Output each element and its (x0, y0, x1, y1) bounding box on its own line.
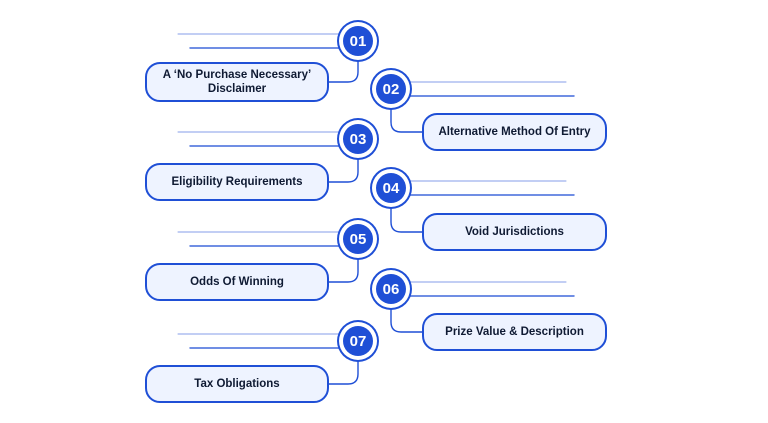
step-label-06: Prize Value & Description (422, 313, 607, 351)
step-number-06: 06 (376, 274, 406, 304)
step-number-01: 01 (343, 26, 373, 56)
step-number-07: 07 (343, 326, 373, 356)
connector-5 (177, 231, 359, 283)
step-number-04: 04 (376, 173, 406, 203)
step-number-03: 03 (343, 124, 373, 154)
connector-3 (177, 131, 359, 183)
step-label-05: Odds Of Winning (145, 263, 329, 301)
step-label-07: Tax Obligations (145, 365, 329, 403)
connector-7 (177, 333, 359, 385)
connector-2 (390, 81, 575, 133)
step-label-02: Alternative Method Of Entry (422, 113, 607, 151)
connector-4 (390, 180, 575, 233)
step-number-05: 05 (343, 224, 373, 254)
step-label-01: A ‘No Purchase Necessary’ Disclaimer (145, 62, 329, 102)
step-label-04: Void Jurisdictions (422, 213, 607, 251)
connector-1 (177, 33, 359, 83)
connector-6 (390, 281, 575, 333)
step-label-03: Eligibility Requirements (145, 163, 329, 201)
step-number-02: 02 (376, 74, 406, 104)
